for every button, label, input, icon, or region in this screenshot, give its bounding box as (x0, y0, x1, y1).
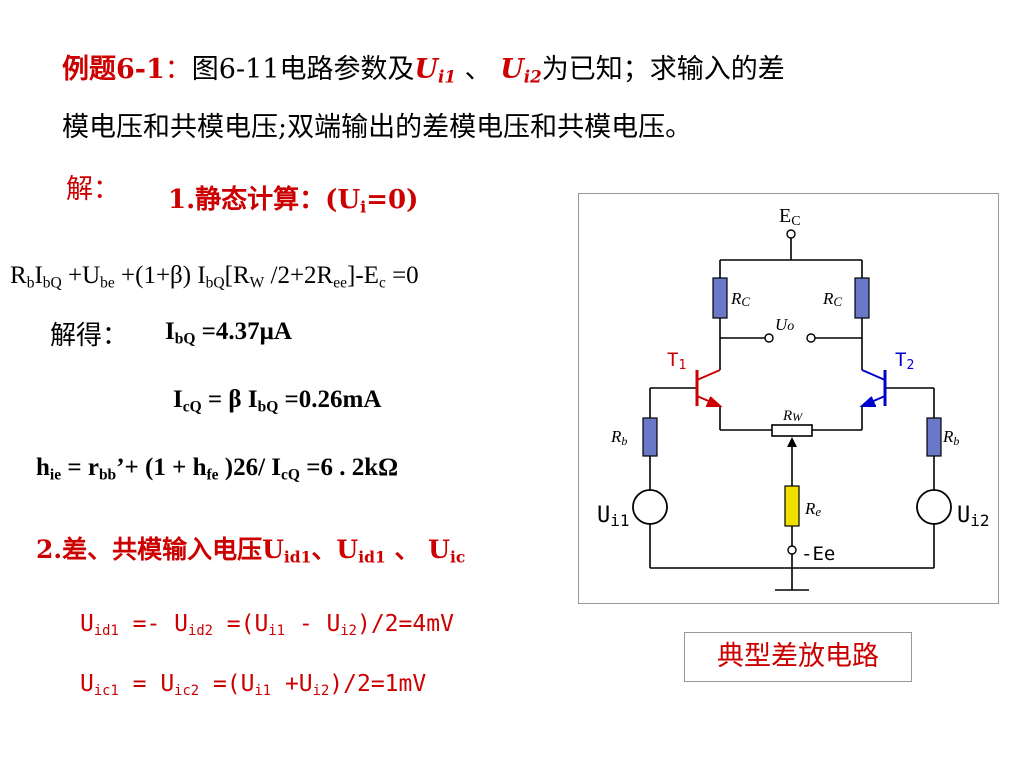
uo-terminal-right (806, 333, 816, 343)
transistor-t1 (695, 369, 723, 407)
kvl-equation: RbIbQ +Ube +(1+β) IbQ[RW /2+2Ree]-Ec =0 (10, 262, 419, 292)
t2-label: T2 (895, 349, 914, 373)
problem-line-1: 例题6-1：图6-11电路参数及Ui1 、 Ui2为已知；求输入的差 (62, 50, 785, 90)
transistor-t2 (859, 369, 887, 407)
ui1-source (632, 489, 668, 525)
circuit-figure: EC RC RC Uo T1 T2 RW Rb Rb Re Ui1 Ui2 -E… (578, 193, 999, 604)
problem-text-a: 图6-11电路参数及 (191, 54, 415, 85)
problem-colon: ： (164, 54, 192, 85)
circuit-diagram: EC RC RC Uo T1 T2 RW Rb Rb Re Ui1 Ui2 -E… (597, 205, 990, 591)
rb-left-resistor (642, 417, 658, 457)
t1-label: T1 (667, 349, 686, 373)
step1-heading: 1.静态计算：(Ui=0) (168, 185, 419, 217)
rc-right-label: RC (822, 289, 842, 309)
uid-formula: Uid1 =- Uid2 =(Ui1 - Ui2)/2=4mV (80, 611, 454, 639)
rb-right-label: Rb (942, 427, 959, 448)
ui1-label: Ui1 (597, 503, 630, 530)
rb-left-label: Rb (610, 427, 627, 448)
problem-text-b: 为已知；求输入的差 (541, 54, 785, 85)
step2-heading: 2.差、共模输入电压Uid1、Uid1 、 Uic (36, 535, 466, 567)
uo-label: Uo (775, 315, 794, 334)
rw-wiper-arrow (787, 437, 797, 447)
ee-terminal (787, 545, 797, 555)
icq-result: IcQ = β IbQ =0.26mA (173, 386, 382, 416)
ui2-label: Ui2 (957, 503, 990, 530)
uo-terminal-left (764, 333, 774, 343)
ibq-result: IbQ =4.37μA (165, 318, 292, 348)
rw-label: RW (782, 408, 803, 424)
problem-label: 例题6-1 (62, 54, 165, 85)
ui2-symbol: Ui2 (500, 54, 542, 87)
re-label: Re (804, 499, 821, 519)
rc-left-resistor (712, 277, 728, 319)
hie-result: hie = rbb’+ (1 + hfe )26/ IcQ =6 . 2kΩ (36, 454, 399, 484)
ui1-symbol: Ui1 (414, 54, 457, 87)
solution-label: 解： (66, 174, 120, 205)
uic-formula: Uic1 = Uic2 =(Ui1 +Ui2)/2=1mV (80, 671, 427, 699)
rb-right-resistor (926, 417, 942, 457)
ec-terminal (786, 229, 796, 239)
rc-right-resistor (854, 277, 870, 319)
re-resistor (784, 485, 800, 527)
problem-line-2: 模电压和共模电压;双端输出的差模电压和共模电压。 (62, 112, 693, 143)
ec-label: EC (779, 205, 801, 229)
rc-left-label: RC (730, 289, 750, 309)
ee-label: -Ee (801, 543, 835, 565)
ui2-source (916, 489, 952, 525)
rw-potentiometer (771, 424, 813, 437)
problem-sep: 、 (456, 54, 501, 85)
solved-label: 解得： (50, 321, 129, 351)
circuit-caption: 典型差放电路 (684, 632, 912, 682)
